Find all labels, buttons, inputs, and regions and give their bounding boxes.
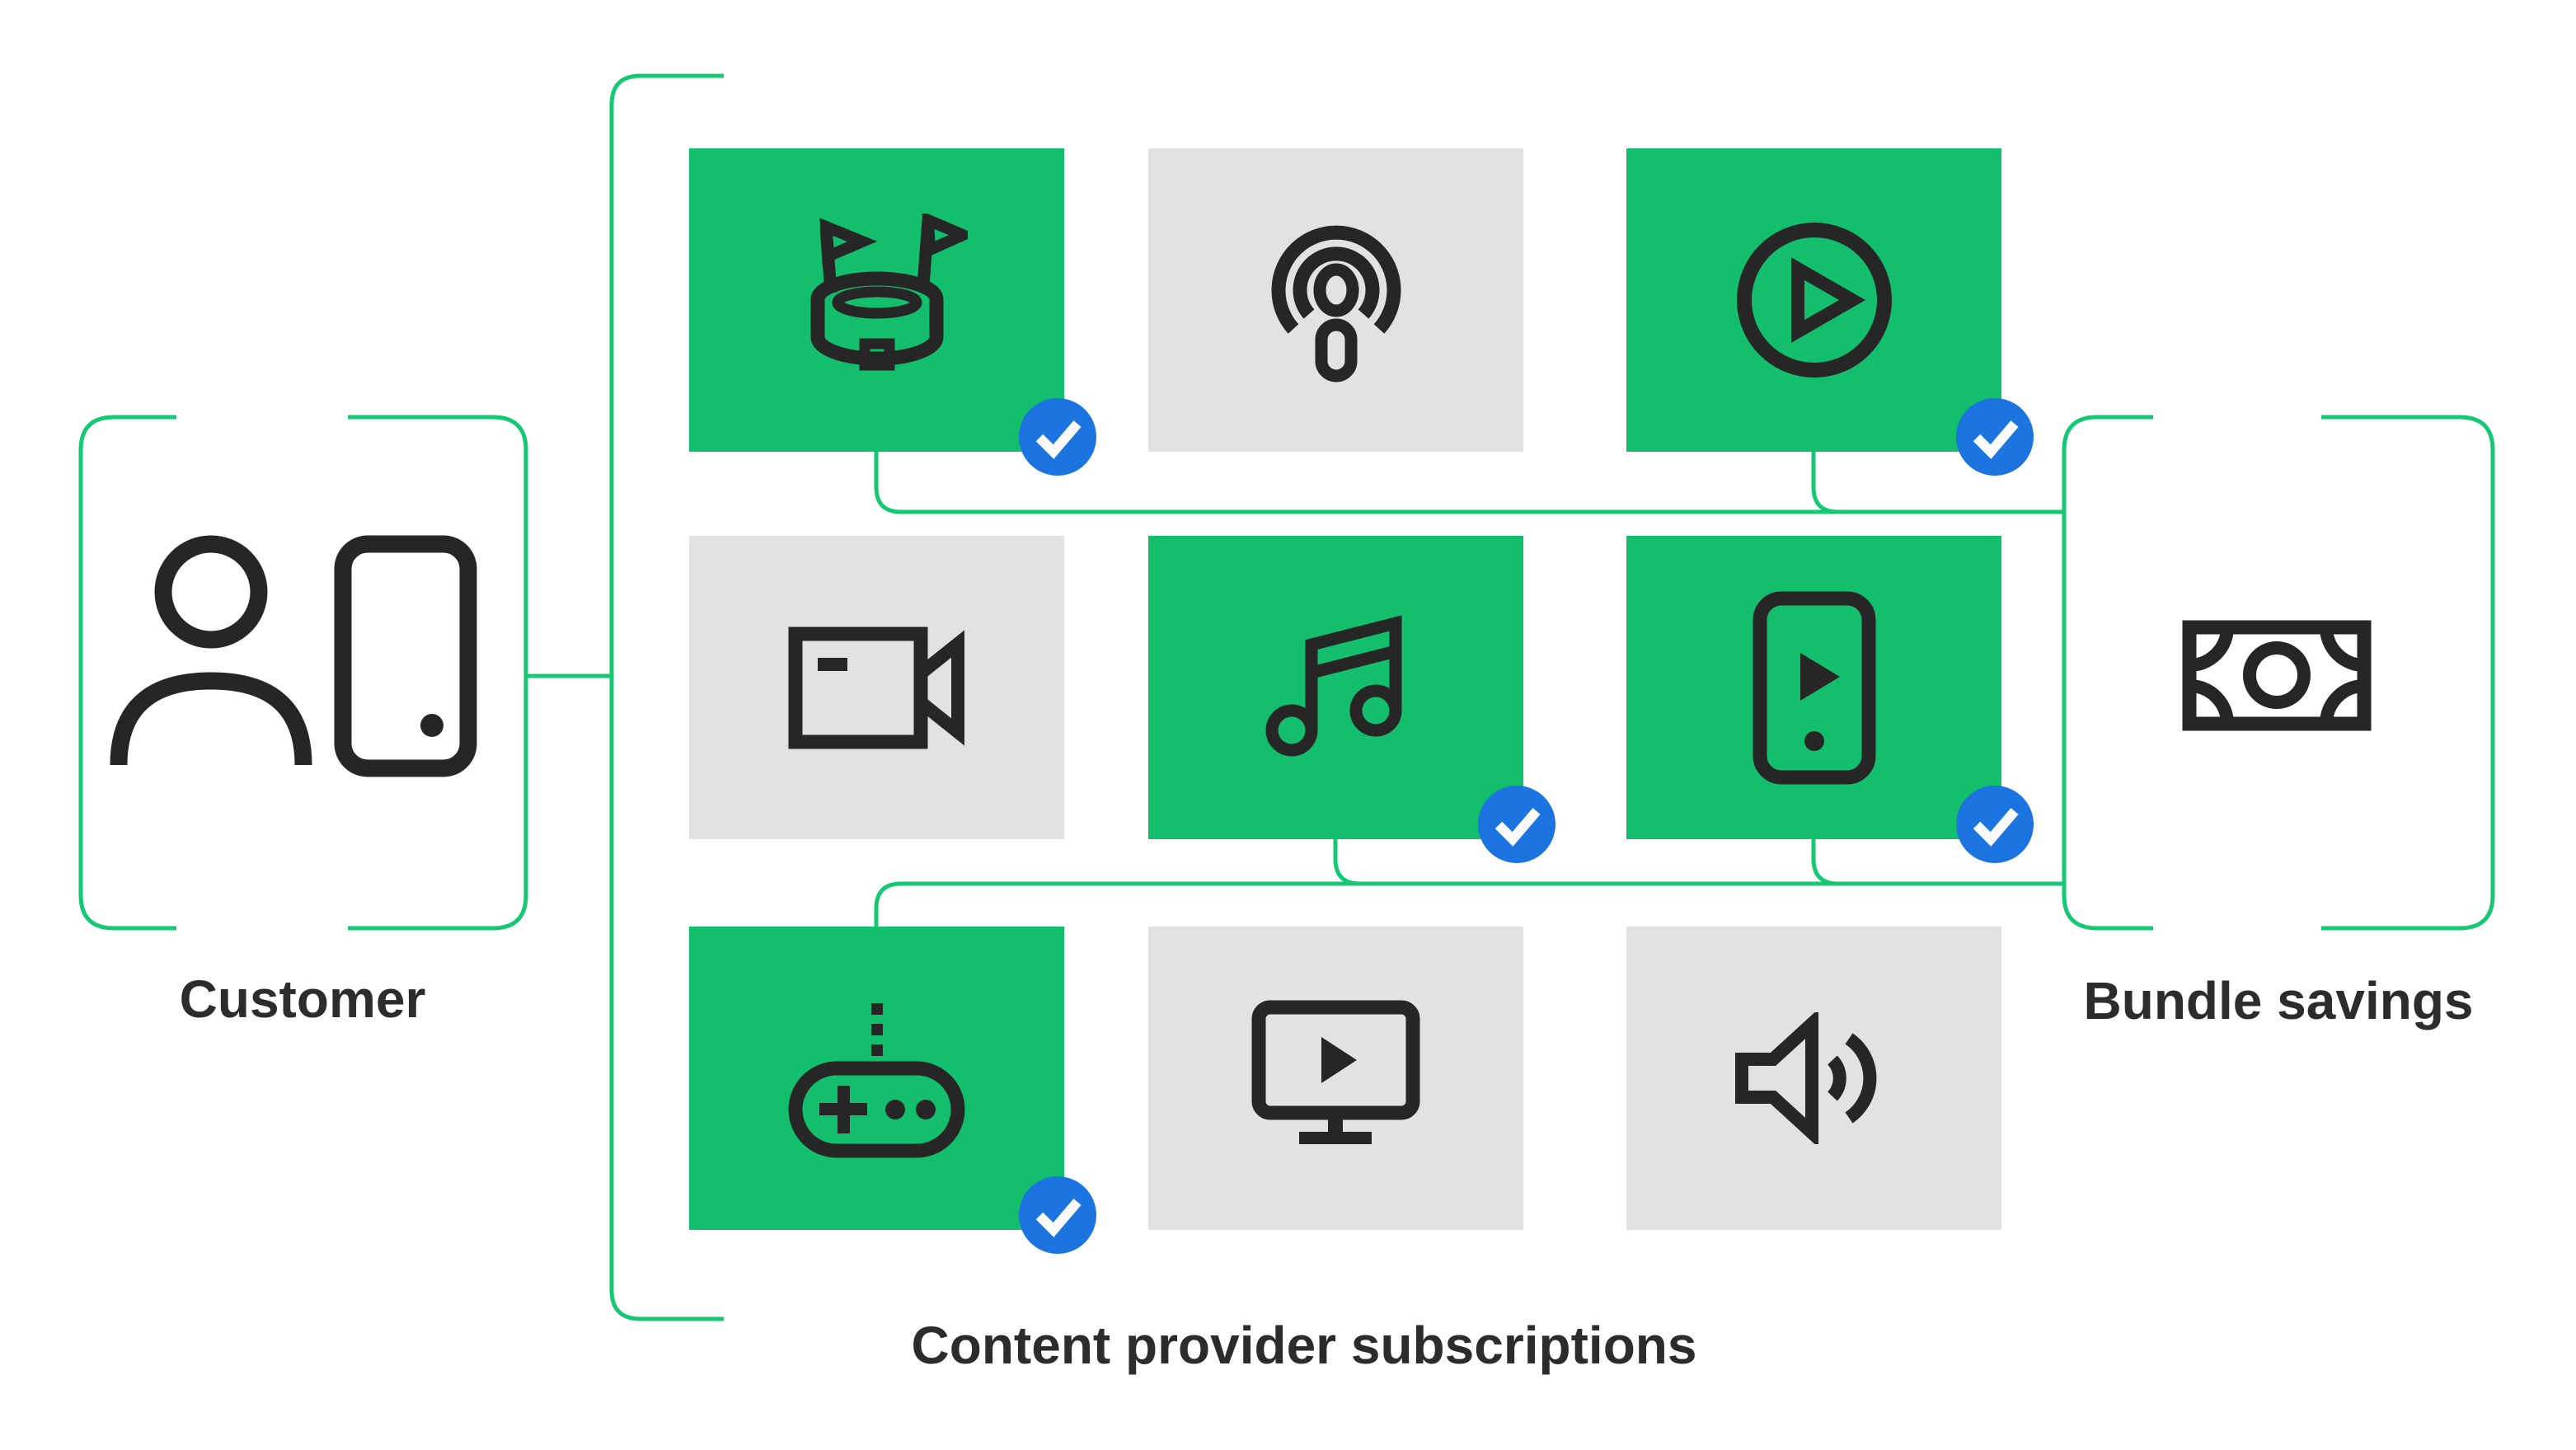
check-badge bbox=[1478, 786, 1555, 863]
tile-music bbox=[1148, 536, 1555, 863]
customer-label: Customer bbox=[179, 969, 426, 1029]
check-badge bbox=[1019, 1176, 1096, 1254]
stadium-icon bbox=[810, 214, 968, 371]
check-icon bbox=[1035, 420, 1082, 459]
tile-mobile-streaming bbox=[1626, 536, 2034, 863]
mid-connector-line bbox=[874, 881, 2064, 927]
check-badge bbox=[1019, 398, 1096, 476]
bundle-bracket-left bbox=[2062, 415, 2153, 931]
video-streaming-drop-line bbox=[1811, 452, 1839, 514]
music-note-icon bbox=[1265, 615, 1401, 757]
check-badge bbox=[1956, 786, 2034, 863]
money-bill-icon bbox=[2182, 620, 2372, 731]
tv-play-icon bbox=[1251, 1000, 1420, 1144]
music-drop-line bbox=[1333, 839, 1361, 886]
customer-bracket-right bbox=[348, 415, 528, 931]
top-connector-line bbox=[874, 452, 2064, 514]
speaker-icon bbox=[1735, 1012, 1877, 1144]
play-circle-icon bbox=[1736, 223, 1892, 378]
tile-video-recording bbox=[689, 536, 1064, 839]
tile-tv bbox=[1148, 927, 1523, 1230]
tile-sports bbox=[689, 148, 1096, 476]
tile-podcast bbox=[1148, 148, 1523, 452]
check-badge bbox=[1956, 398, 2034, 476]
grid-left-bracket bbox=[609, 73, 724, 1321]
check-icon bbox=[1035, 1199, 1082, 1237]
check-icon bbox=[1973, 808, 2019, 847]
phone-drop-line bbox=[1811, 839, 1839, 886]
check-icon bbox=[1494, 808, 1541, 847]
podcast-icon bbox=[1271, 225, 1401, 382]
video-camera-icon bbox=[788, 626, 964, 748]
bundle-savings-label: Bundle savings bbox=[2083, 971, 2474, 1030]
customer-figure bbox=[110, 535, 477, 777]
tile-video-streaming bbox=[1626, 148, 2034, 476]
tablet-icon bbox=[334, 535, 477, 777]
content-provider-subscriptions-label: Content provider subscriptions bbox=[911, 1316, 1697, 1375]
bundle-bracket-right bbox=[2321, 415, 2495, 931]
person-icon bbox=[110, 535, 312, 766]
check-icon bbox=[1973, 420, 2019, 459]
tile-audio bbox=[1626, 927, 2001, 1230]
tile-gaming bbox=[689, 927, 1096, 1254]
phone-play-icon bbox=[1753, 591, 1875, 784]
gamepad-icon bbox=[788, 1002, 965, 1157]
customer-bracket-left bbox=[78, 415, 176, 931]
